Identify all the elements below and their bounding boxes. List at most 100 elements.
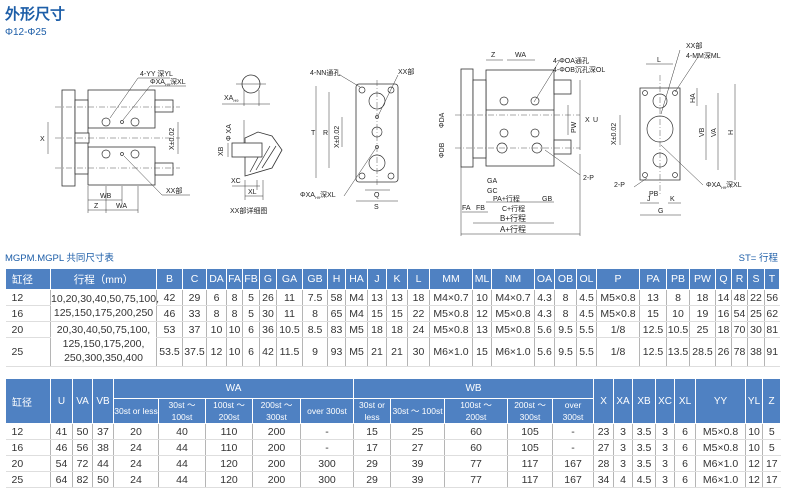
table-cell: 6	[674, 439, 696, 456]
table-cell: 20	[5, 455, 51, 472]
dimension-drawings: 4-YY 深YL ΦXAH9深XL X X±0.02 XX部 WB Z WA X…	[40, 41, 742, 236]
stroke-line: 20,30,40,50,75,100,	[56, 324, 151, 336]
table-cell: 17	[762, 455, 781, 472]
header-z: Z	[762, 378, 782, 424]
table-cell: 105	[507, 439, 553, 456]
table-cell: 10	[226, 321, 243, 338]
table-cell: 5	[762, 439, 781, 456]
subheader-line: 100st	[171, 412, 193, 422]
table-cell: 12	[472, 305, 492, 322]
table-cell: 30	[747, 321, 765, 338]
table-cell: M4	[345, 289, 368, 306]
table-cell: 11	[276, 305, 303, 322]
table-cell: 39	[390, 455, 445, 472]
rear-view-drawing: XX部 L 4-MM深ML HA X±0.02 VB VA H 2-P PB Φ…	[611, 41, 742, 216]
label-gb: GB	[542, 196, 552, 203]
subheader-line: 300st	[562, 412, 584, 422]
label-u: U	[593, 117, 598, 124]
header-cell: 缸径	[5, 268, 51, 290]
table-cell: 15	[367, 305, 387, 322]
subheader-line: 200st	[465, 412, 487, 422]
table-cell: 15	[353, 423, 391, 440]
table-cell: 26	[259, 289, 277, 306]
table-cell: 10.5	[666, 321, 690, 338]
table-cell: M5×0.8	[596, 289, 640, 306]
label-pw: PW	[571, 121, 578, 133]
label-b: B+行程	[500, 213, 526, 223]
header-cell: G	[259, 268, 277, 290]
wa-sub-header: 30st ～100st	[158, 398, 206, 424]
table-cell: 12	[5, 289, 51, 306]
table-cell: M5×0.8	[491, 305, 535, 322]
table-cell: M5×0.8	[491, 321, 535, 338]
table-cell: 3	[655, 471, 675, 488]
table-cell: 12	[5, 423, 51, 440]
table-cell: 3.5	[632, 423, 656, 440]
label-detail-phixa: Φ XA	[226, 124, 233, 141]
table-cell: 3	[613, 455, 633, 472]
header-cell: HA	[345, 268, 368, 290]
table-cell: 5	[242, 305, 260, 322]
table-cell: 23	[593, 423, 614, 440]
table-cell: 300	[299, 471, 354, 488]
header-yl: YL	[745, 378, 764, 424]
subheader-line: 100st ～	[460, 400, 492, 410]
table-cell: 27	[593, 439, 614, 456]
table-cell: 5.6	[534, 321, 555, 338]
label-db: ΦDB	[439, 142, 446, 158]
label-h: H	[728, 130, 735, 135]
table-cell: 7.5	[302, 289, 328, 306]
table-cell: 60	[444, 439, 508, 456]
table-cell: 1/8	[596, 337, 640, 367]
table-cell: 10	[745, 439, 763, 456]
table-cell: 5	[242, 289, 260, 306]
table-cell: 40	[158, 423, 206, 440]
table-cell: 9.5	[554, 337, 577, 367]
table-cell: M6×1.0	[491, 337, 535, 367]
table-cell: 6	[674, 455, 696, 472]
table-cell: 22	[407, 305, 430, 322]
table-cell: 3	[655, 439, 675, 456]
label-pa: PA+行程	[493, 194, 520, 203]
table-cell: 24	[407, 321, 430, 338]
table-cell: 28	[593, 455, 614, 472]
table-cell: 13	[386, 289, 408, 306]
label-fb: FB	[476, 205, 485, 212]
subheader-line: 30st or less	[114, 406, 158, 416]
table-cell: 4.5	[576, 305, 597, 322]
subheader-line: 30st or	[359, 400, 386, 410]
table-cell: 4.3	[534, 289, 555, 306]
label-detail-xa: XAH9	[224, 95, 239, 103]
table-cell: 38	[92, 439, 114, 456]
stroke-line: 125,150,175,200,250	[53, 306, 154, 319]
table-cell: 53	[156, 321, 183, 338]
header-cell: J	[367, 268, 387, 290]
label-end-x-tol: X±0.02	[334, 126, 341, 148]
header-cell: H	[327, 268, 346, 290]
header-cell: OL	[576, 268, 597, 290]
wa-sub-header: over 300st	[299, 398, 355, 424]
stroke-line: 250,300,350,400	[64, 352, 143, 364]
label-rear-xa: ΦXAH9深XL	[706, 180, 742, 190]
table-cell: 44	[158, 471, 206, 488]
table-cell: 18	[715, 321, 732, 338]
label-wa: WA	[116, 203, 127, 210]
table-cell: 6	[674, 471, 696, 488]
stroke-line: 125,150,175,200,	[62, 338, 145, 350]
table-cell: 93	[327, 337, 346, 367]
table-cell: 13.5	[666, 337, 690, 367]
table-cell: 8	[226, 305, 243, 322]
table-cell: 21	[386, 337, 408, 367]
table-cell: 5	[762, 423, 781, 440]
label-rear-p: 2-P	[614, 182, 625, 189]
table-cell: 53.5	[156, 337, 183, 367]
table-cell: 54	[731, 305, 748, 322]
label-xl: XL	[248, 189, 257, 196]
table-cell: -	[552, 439, 594, 456]
table-cell: 3	[613, 423, 633, 440]
subheader-line: 30st ～ 100st	[392, 406, 443, 416]
